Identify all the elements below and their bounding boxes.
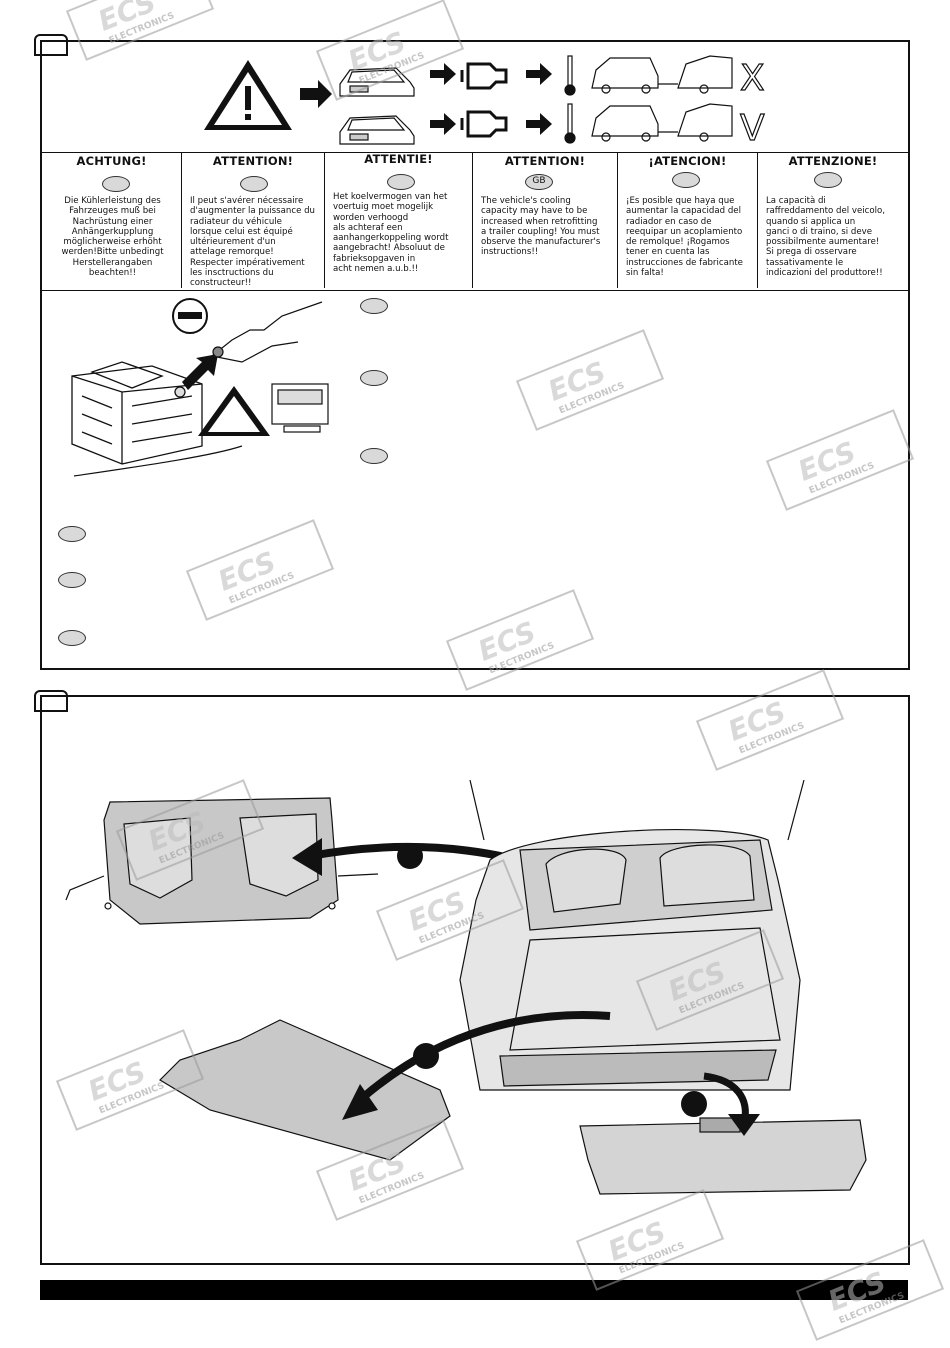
- warning-column-nl: ATTENTIE! Het koelvermogen van het voert…: [325, 152, 473, 288]
- car-trailer-icon: [591, 103, 733, 142]
- warning-column-fr: ATTENTION! Il peut s'avérer nécessaire d…: [182, 152, 325, 288]
- language-badge: [672, 172, 700, 188]
- language-badge: [360, 448, 388, 464]
- language-badge: [360, 370, 388, 386]
- svg-text:ECS: ECS: [94, 0, 161, 38]
- radio-code-icon: [271, 383, 329, 433]
- engine-icon: [460, 110, 508, 138]
- minus-terminal-icon: [172, 298, 208, 334]
- thermometer-icon: [564, 55, 576, 96]
- battery-disconnect-illustration: [71, 298, 329, 477]
- divider-top: [42, 152, 908, 153]
- thermometer-icon: [564, 103, 576, 144]
- warning-column-de: ACHTUNG! Die Kühlerleistung des Fahrzeug…: [42, 152, 182, 288]
- step-dot: [397, 843, 423, 869]
- arrow-right-icon: [526, 113, 552, 135]
- result-mark-good: V: [740, 108, 765, 148]
- warning-column-es: ¡ATENCION! ¡Es posible que haya que aume…: [618, 152, 758, 288]
- language-badge: [58, 572, 86, 588]
- arrow-right-icon: [430, 63, 456, 85]
- column-text: The vehicle's cooling capacity may have …: [481, 196, 601, 258]
- parcel-shelf-icon: [65, 797, 379, 925]
- language-badge: [387, 174, 415, 190]
- language-badge: [240, 176, 268, 192]
- arrow-up-right-icon: [182, 354, 218, 390]
- arrow-right-icon: [300, 80, 332, 108]
- language-badge: [102, 176, 130, 192]
- arrow-curve-icon: [357, 1011, 611, 1104]
- column-title: ATTENTIE!: [364, 152, 433, 166]
- sill-trim-icon: [579, 1117, 867, 1195]
- divider-bottom: [42, 290, 908, 291]
- engine-icon: [460, 62, 508, 90]
- step-dot: [413, 1043, 439, 1069]
- language-badge: [58, 630, 86, 646]
- cable-line: [73, 445, 243, 477]
- language-badge: GB: [525, 174, 553, 190]
- column-text: Il peut s'avérer nécessaire d'augmenter …: [190, 196, 315, 289]
- column-title: ¡ATENCION!: [648, 154, 727, 168]
- result-mark-bad: X: [740, 58, 765, 99]
- car-front-icon: [339, 115, 415, 145]
- trunk-disassembly-illustration: [65, 780, 867, 1195]
- battery-icon: [71, 361, 203, 465]
- language-badge: [58, 526, 86, 542]
- arrow-right-icon: [526, 63, 552, 85]
- warning-column-it: ATTENZIONE! La capacità di raffreddament…: [758, 152, 908, 288]
- step-dot: [681, 1091, 707, 1117]
- column-text: La capacità di raffreddamento del veicol…: [766, 196, 885, 279]
- warning-triangle-icon: [204, 60, 292, 130]
- warning-illustration: X V: [204, 55, 766, 148]
- column-text: Die Kühlerleistung des Fahrzeuges muß be…: [61, 196, 164, 279]
- small-warning-triangle-icon: [198, 386, 270, 436]
- column-title: ATTENZIONE!: [788, 154, 878, 168]
- language-badge: [360, 298, 388, 314]
- car-front-icon: [339, 67, 415, 97]
- arrow-right-icon: [430, 113, 456, 135]
- column-title: ACHTUNG!: [76, 154, 147, 168]
- car-rear-icon: [459, 780, 805, 1091]
- column-text: ¡Es posible que haya que aumentar la cap…: [626, 196, 743, 279]
- footer-bar: [40, 1280, 908, 1300]
- language-badge: [814, 172, 842, 188]
- column-text: Het koelvermogen van het voertuig moet m…: [333, 192, 449, 275]
- panel-trunk-disassembly: [40, 695, 910, 1265]
- column-title: ATTENTION!: [504, 154, 586, 168]
- warning-column-gb: ATTENTION! GB The vehicle's cooling capa…: [473, 152, 618, 288]
- column-title: ATTENTION!: [212, 154, 294, 168]
- trunk-floor-mat-icon: [159, 1019, 451, 1161]
- hand-icon: [211, 301, 323, 363]
- car-trailer-icon: [591, 55, 733, 94]
